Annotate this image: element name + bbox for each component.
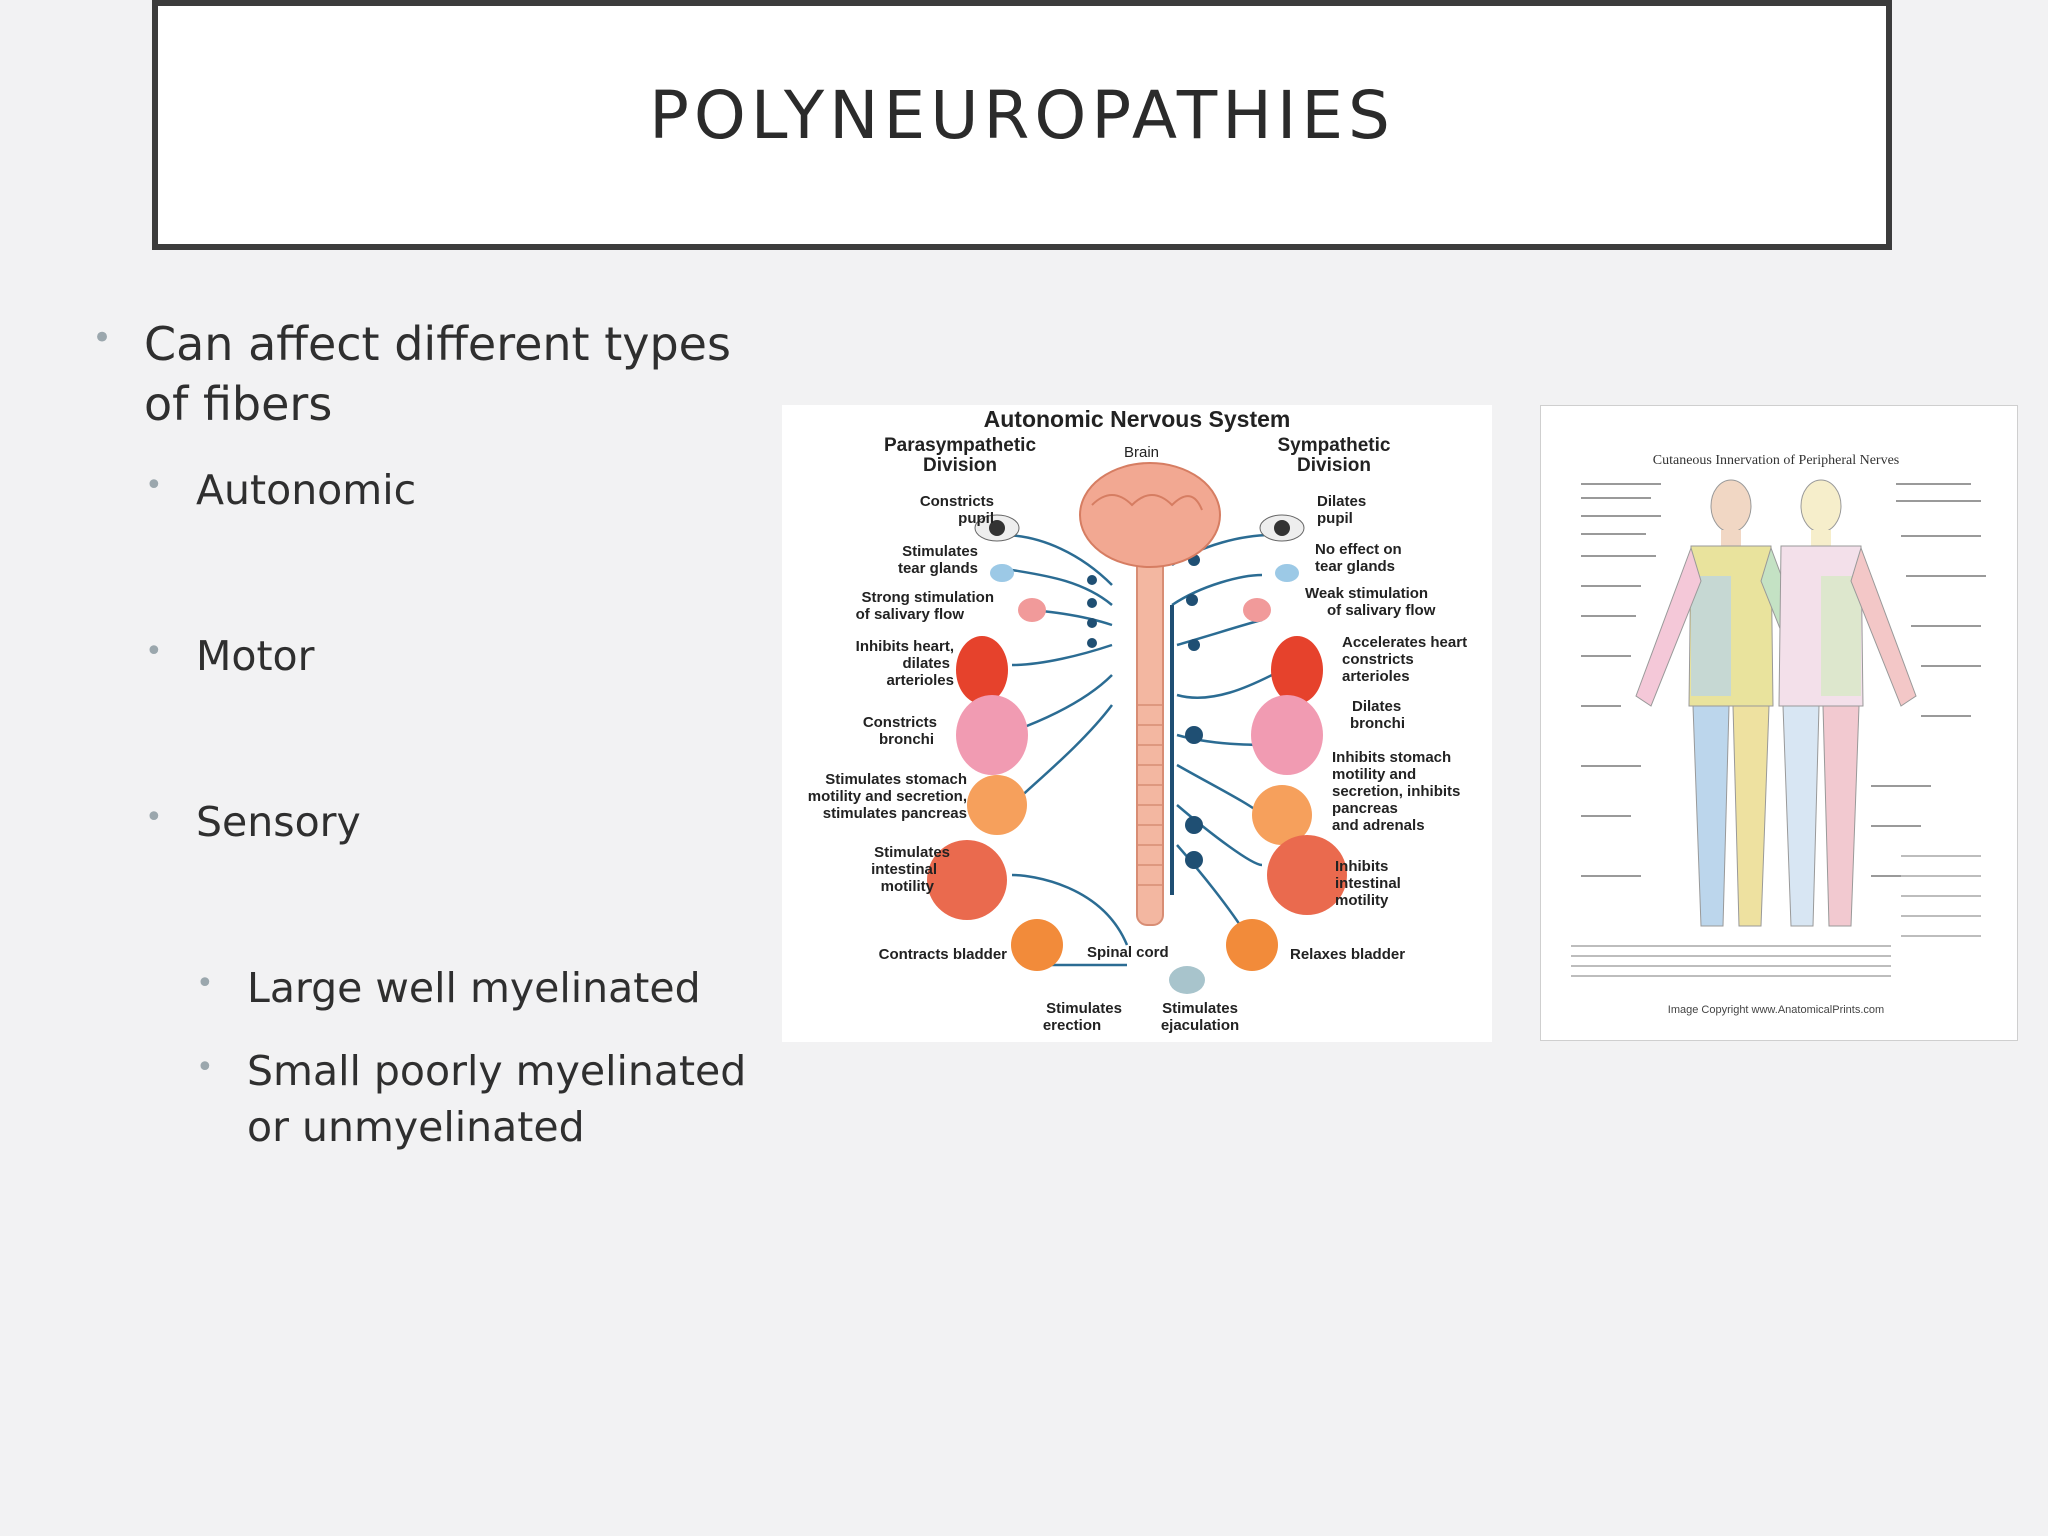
left-label: intestinal	[871, 861, 937, 878]
cutaneous-title: Cutaneous Innervation of Peripheral Nerv…	[1653, 453, 1899, 468]
bottom-left-label: Stimulates	[1046, 1000, 1122, 1017]
brain-label: Brain	[1124, 444, 1159, 461]
right-label: tear glands	[1315, 558, 1395, 575]
right-label: pancreas	[1332, 800, 1398, 817]
right-label: of salivary flow	[1327, 602, 1436, 619]
bullet-dot: •	[196, 1050, 214, 1085]
left-label: Strong stimulation	[862, 589, 995, 606]
cutaneous-innervation-figure: Cutaneous Innervation of Peripheral Nerv…	[1540, 405, 2018, 1041]
bullet-small-myelinated: Small poorly myelinated or unmyelinated	[247, 1047, 747, 1151]
bullet-dot: •	[145, 634, 163, 669]
left-label: Stimulates stomach	[825, 771, 967, 788]
right-labels: Dilates pupil No effect on tear glands W…	[1290, 493, 1467, 963]
right-label: pupil	[1317, 510, 1353, 527]
bullet-main: Can affect different types of fibers	[144, 317, 731, 431]
ans-title: Autonomic Nervous System	[984, 406, 1291, 432]
bottom-right-label: ejaculation	[1161, 1017, 1239, 1034]
right-label: constricts	[1342, 651, 1414, 668]
bullet-list: • Can affect different types of fibers •…	[0, 0, 760, 1536]
para-heading-1: Parasympathetic	[884, 435, 1037, 456]
bottom-left-label: erection	[1043, 1017, 1101, 1034]
symp-heading-1: Sympathetic	[1278, 435, 1391, 456]
left-label: bronchi	[879, 731, 934, 748]
right-label: Dilates	[1352, 698, 1401, 715]
left-label: Stimulates	[874, 844, 950, 861]
back-body-figure	[1778, 479, 1917, 927]
bottom-right-label: Stimulates	[1162, 1000, 1238, 1017]
bullet-sensory: Sensory	[196, 798, 361, 846]
spinal-cord-label: Spinal cord	[1087, 944, 1169, 961]
cutaneous-diagram: Cutaneous Innervation of Peripheral Nerv…	[1571, 453, 1986, 1016]
organs-right	[1169, 564, 1347, 994]
left-label: Inhibits heart,	[856, 638, 954, 655]
left-label: dilates	[902, 655, 950, 672]
left-label: Stimulates	[902, 543, 978, 560]
cutaneous-copyright: Image Copyright www.AnatomicalPrints.com	[1668, 1004, 1884, 1016]
right-label: Relaxes bladder	[1290, 946, 1405, 963]
right-label: arterioles	[1342, 668, 1410, 685]
bullet-autonomic: Autonomic	[196, 466, 417, 514]
right-label: Accelerates heart	[1342, 634, 1467, 651]
bullet-dot: •	[145, 800, 163, 835]
left-label: Constricts	[920, 493, 994, 510]
bullet-dot: •	[196, 966, 214, 1001]
left-label: pupil	[958, 510, 994, 527]
left-label: arterioles	[886, 672, 954, 689]
left-label: motility	[881, 878, 935, 895]
organs-left	[927, 564, 1063, 971]
left-labels: Constricts pupil Stimulates tear glands …	[808, 493, 1007, 963]
left-label: motility and secretion,	[808, 788, 967, 805]
left-label: Constricts	[863, 714, 937, 731]
ans-diagram: Autonomic Nervous System Parasympathetic…	[808, 406, 1467, 1034]
right-label: Weak stimulation	[1305, 585, 1428, 602]
left-label: of salivary flow	[856, 606, 965, 623]
left-label: stimulates pancreas	[823, 805, 967, 822]
spinal-cord-graphic	[1136, 554, 1164, 926]
right-label: Inhibits stomach	[1332, 749, 1451, 766]
right-label: No effect on	[1315, 541, 1402, 558]
left-label: Contracts bladder	[879, 946, 1008, 963]
eye-icon	[974, 514, 1020, 542]
brain-folds	[1091, 494, 1203, 511]
bullet-motor: Motor	[196, 632, 315, 680]
right-label: Inhibits	[1335, 858, 1388, 875]
brain-graphic	[1079, 462, 1221, 568]
bullet-dot: •	[145, 468, 163, 503]
para-heading-2: Division	[923, 455, 997, 476]
right-label: Dilates	[1317, 493, 1366, 510]
right-label: secretion, inhibits	[1332, 783, 1460, 800]
title-box: POLYNEUROPATHIES	[152, 0, 1892, 250]
right-label: motility and	[1332, 766, 1416, 783]
symp-heading-2: Division	[1297, 455, 1371, 476]
right-label: motility	[1335, 892, 1389, 909]
autonomic-nervous-system-figure: Autonomic Nervous System Parasympathetic…	[782, 405, 1492, 1042]
slide-title: POLYNEUROPATHIES	[649, 76, 1395, 154]
bullet-dot: •	[92, 318, 113, 358]
sympathetic-chain	[1170, 605, 1174, 895]
bullet-large-myelinated: Large well myelinated	[247, 964, 701, 1012]
right-label: bronchi	[1350, 715, 1405, 732]
left-label: tear glands	[898, 560, 978, 577]
right-label: and adrenals	[1332, 817, 1425, 834]
eye-icon	[1259, 514, 1305, 542]
right-label: intestinal	[1335, 875, 1401, 892]
fine-print-lines	[1571, 855, 1981, 977]
